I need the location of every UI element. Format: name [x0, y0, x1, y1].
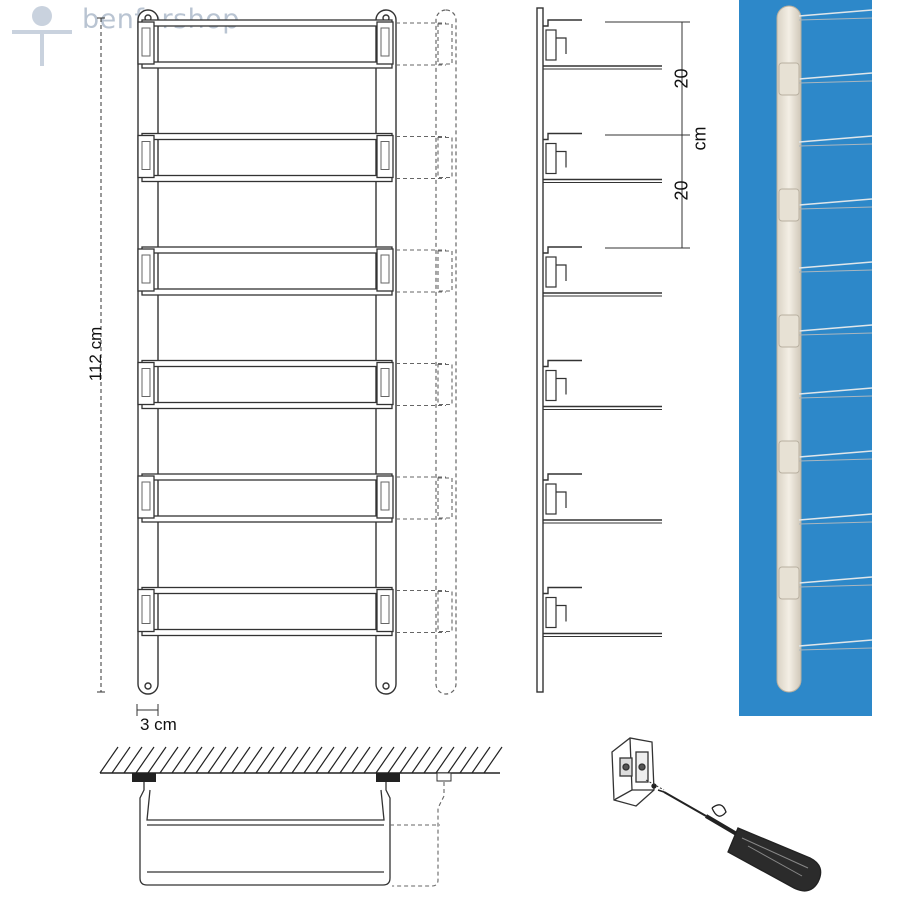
photo-arm-7 [798, 387, 872, 399]
photo-arms [778, 9, 872, 651]
photo-arm-11 [798, 639, 872, 651]
wall-hatch-icon [99, 746, 503, 774]
depth-label: 3 cm [140, 715, 177, 734]
height-dimension-line [97, 17, 105, 693]
shelf-1 [137, 19, 453, 69]
depth-dimension-line [136, 704, 159, 716]
photo-arm-6 [778, 314, 872, 348]
photo-arm-1 [798, 9, 872, 21]
product-photo [739, 0, 872, 716]
left-wall-mount [132, 773, 156, 782]
side-arm-1 [543, 19, 662, 70]
person-silhouette-icon [12, 6, 72, 66]
photo-arm-10 [778, 566, 872, 600]
side-arm-4 [543, 359, 662, 410]
dashed-rail [435, 9, 457, 695]
shelf-6 [137, 586, 453, 637]
side-arms [543, 19, 662, 637]
right-wall-mount [376, 773, 400, 782]
top-view-dashed-frame [390, 782, 445, 887]
shelf-2 [137, 132, 453, 183]
top-view-frame [139, 782, 391, 886]
screwdriver-icon [651, 783, 822, 892]
front-shelves [137, 19, 453, 637]
shelf-3 [137, 246, 453, 296]
side-rail [536, 7, 544, 693]
shelf-4 [137, 359, 453, 410]
photo-arm-8 [778, 440, 872, 474]
shelf-5 [137, 473, 453, 523]
screw-arrow [645, 779, 665, 791]
wall-bracket-icon [611, 737, 655, 807]
spacing-dimension-lines [605, 21, 690, 249]
dashed-wall-mount [436, 772, 452, 782]
photo-arm-3 [798, 135, 872, 147]
side-arm-3 [543, 246, 662, 297]
side-arm-6 [543, 586, 662, 637]
photo-arm-9 [798, 513, 872, 525]
photo-arm-5 [798, 261, 872, 273]
photo-arm-4 [778, 188, 872, 222]
photo-arm-2 [778, 62, 872, 96]
photo-rail [776, 5, 802, 693]
side-arm-5 [543, 473, 662, 524]
side-arm-2 [543, 132, 662, 183]
